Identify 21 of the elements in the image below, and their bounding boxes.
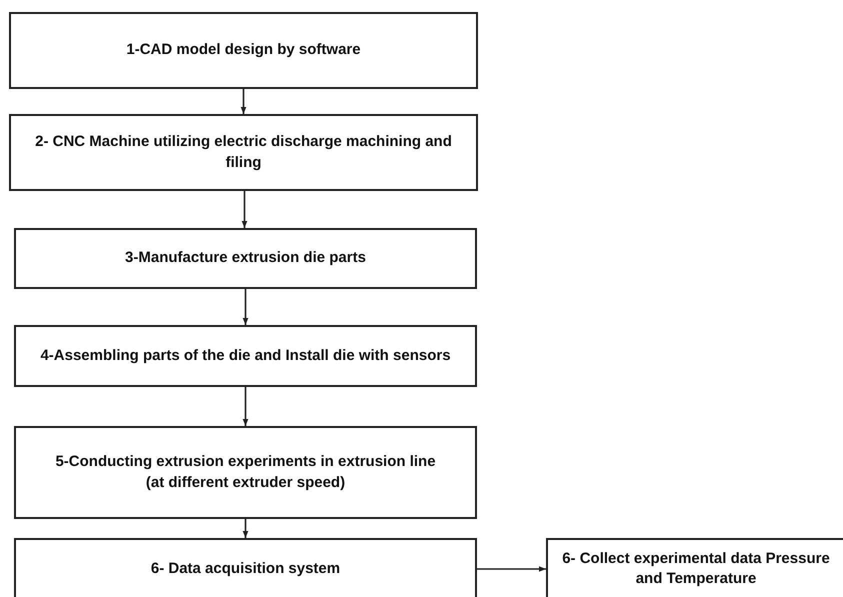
arrow — [477, 566, 546, 572]
step-text: (at different extruder speed) — [146, 472, 346, 492]
step-text: 4-Assembling parts of the die and Install die with sensors — [40, 346, 451, 366]
arrow — [240, 89, 246, 114]
step-text: 1-CAD model design by software — [126, 40, 361, 60]
process-box — [9, 114, 478, 191]
step-text: 3-Manufacture extrusion die parts — [125, 248, 366, 268]
process-box — [14, 538, 477, 597]
process-box — [546, 538, 843, 597]
arrow — [242, 191, 248, 228]
arrow — [242, 289, 248, 325]
step-text: 2- CNC Machine utilizing electric discharge machining and filing — [34, 132, 453, 172]
step-text: 6- Data acquisition system — [150, 558, 340, 579]
process-box — [14, 325, 477, 387]
arrow — [242, 387, 248, 426]
process-box — [14, 426, 477, 519]
step-text: 5-Conducting extrusion experiments in extrusion line — [55, 452, 436, 472]
arrow — [242, 519, 248, 538]
process-box — [9, 12, 478, 89]
step-text: 6- Collect experimental data Pressure and Temperature — [561, 548, 831, 589]
process-box — [14, 228, 477, 289]
